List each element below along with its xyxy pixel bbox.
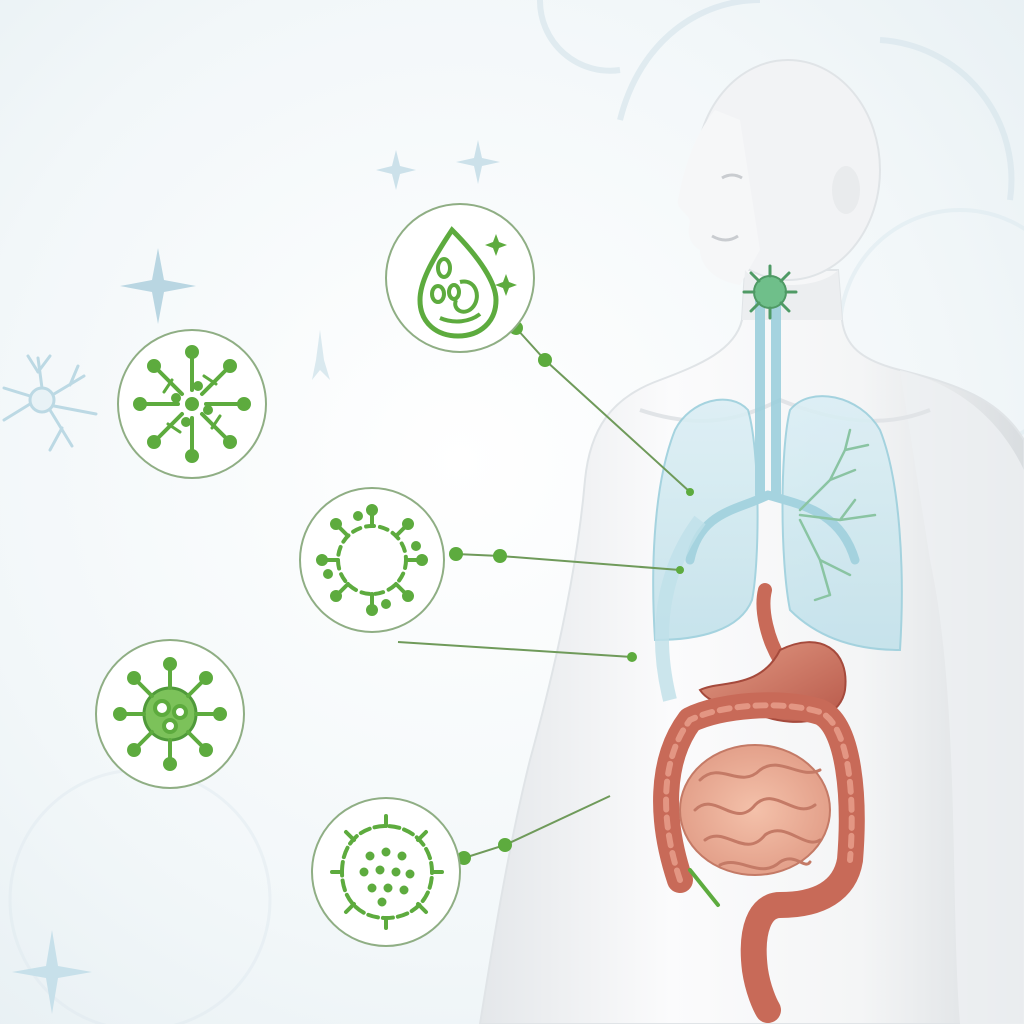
bronchial-tree [798, 428, 877, 602]
virus-dotted-icon [311, 797, 461, 947]
lung-right [781, 395, 903, 652]
ear [832, 166, 860, 214]
intestines [653, 692, 865, 1023]
virus-cluster-icon [95, 639, 245, 789]
mouth [711, 234, 739, 242]
droplet-microbes-icon [385, 203, 535, 353]
sparkle-icon [376, 150, 416, 190]
sparkle-icon [456, 140, 500, 184]
arm-right-silhouette [900, 370, 1024, 1024]
small-intestine [679, 744, 831, 876]
large-intestine-highlight [663, 702, 855, 883]
eye [721, 173, 743, 180]
appendix [688, 868, 720, 907]
sparkle-icons [12, 140, 500, 1014]
connector-dots [449, 321, 694, 865]
trachea [755, 295, 781, 500]
esophagus [654, 515, 706, 702]
virus-spiky-icon [117, 329, 267, 479]
lungs [652, 295, 903, 702]
face-profile [677, 110, 760, 285]
sparkle-icon [12, 930, 92, 1014]
neuron-icon [2, 354, 98, 452]
virus-ring-icon [299, 487, 445, 633]
small-intestine-loops [693, 763, 822, 871]
throat-virus-icon [742, 264, 798, 320]
sparkle-icon [120, 248, 196, 324]
sparkle-icon [312, 330, 330, 380]
bronchi [685, 490, 860, 565]
